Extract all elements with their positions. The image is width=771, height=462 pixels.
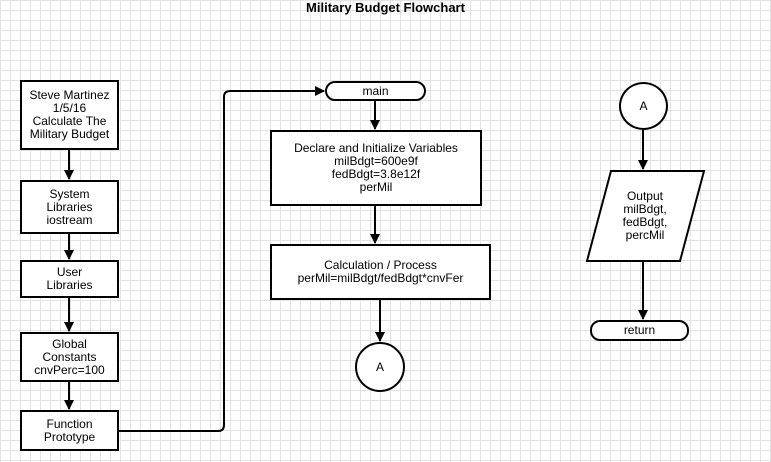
return-text: return (623, 323, 656, 337)
function-prototype-text: Function Prototype (43, 416, 96, 444)
output-parallelogram[interactable] (580, 170, 710, 262)
main-text: main (362, 83, 389, 98)
declare-variables-box[interactable]: Declare and Initialize Variables milBdgt… (270, 130, 482, 206)
function-prototype-box[interactable]: Function Prototype (20, 410, 119, 451)
global-constants-text: Global Constants cnvPerc=100 (34, 336, 105, 377)
arrow-prototype-to-main (119, 86, 325, 432)
calculation-text: Calculation / Process perMil=milBdgt/fed… (297, 258, 464, 285)
system-libraries-text: System Libraries iostream (46, 186, 93, 227)
connector-a-left[interactable]: A (355, 342, 405, 392)
connector-a-right-label: A (639, 98, 648, 113)
header-box[interactable]: Steve Martinez 1/5/16 Calculate The Mili… (20, 80, 119, 150)
system-libraries-box[interactable]: System Libraries iostream (20, 180, 119, 234)
main-terminal[interactable]: main (325, 81, 426, 101)
header-text: Steve Martinez 1/5/16 Calculate The Mili… (29, 88, 110, 141)
diagram-title: Military Budget Flowchart (306, 0, 465, 15)
calculation-box[interactable]: Calculation / Process perMil=milBdgt/fed… (270, 244, 491, 300)
connector-a-right[interactable]: A (619, 82, 668, 130)
user-libraries-box[interactable]: User Libraries (20, 260, 119, 298)
declare-variables-text: Declare and Initialize Variables milBdgt… (294, 141, 458, 194)
return-terminal[interactable]: return (590, 320, 689, 341)
global-constants-box[interactable]: Global Constants cnvPerc=100 (20, 332, 119, 382)
connector-a-left-label: A (375, 359, 384, 374)
output-text: Output milBdgt, fedBdgt, percMil (622, 189, 668, 242)
user-libraries-text: User Libraries (46, 265, 93, 292)
